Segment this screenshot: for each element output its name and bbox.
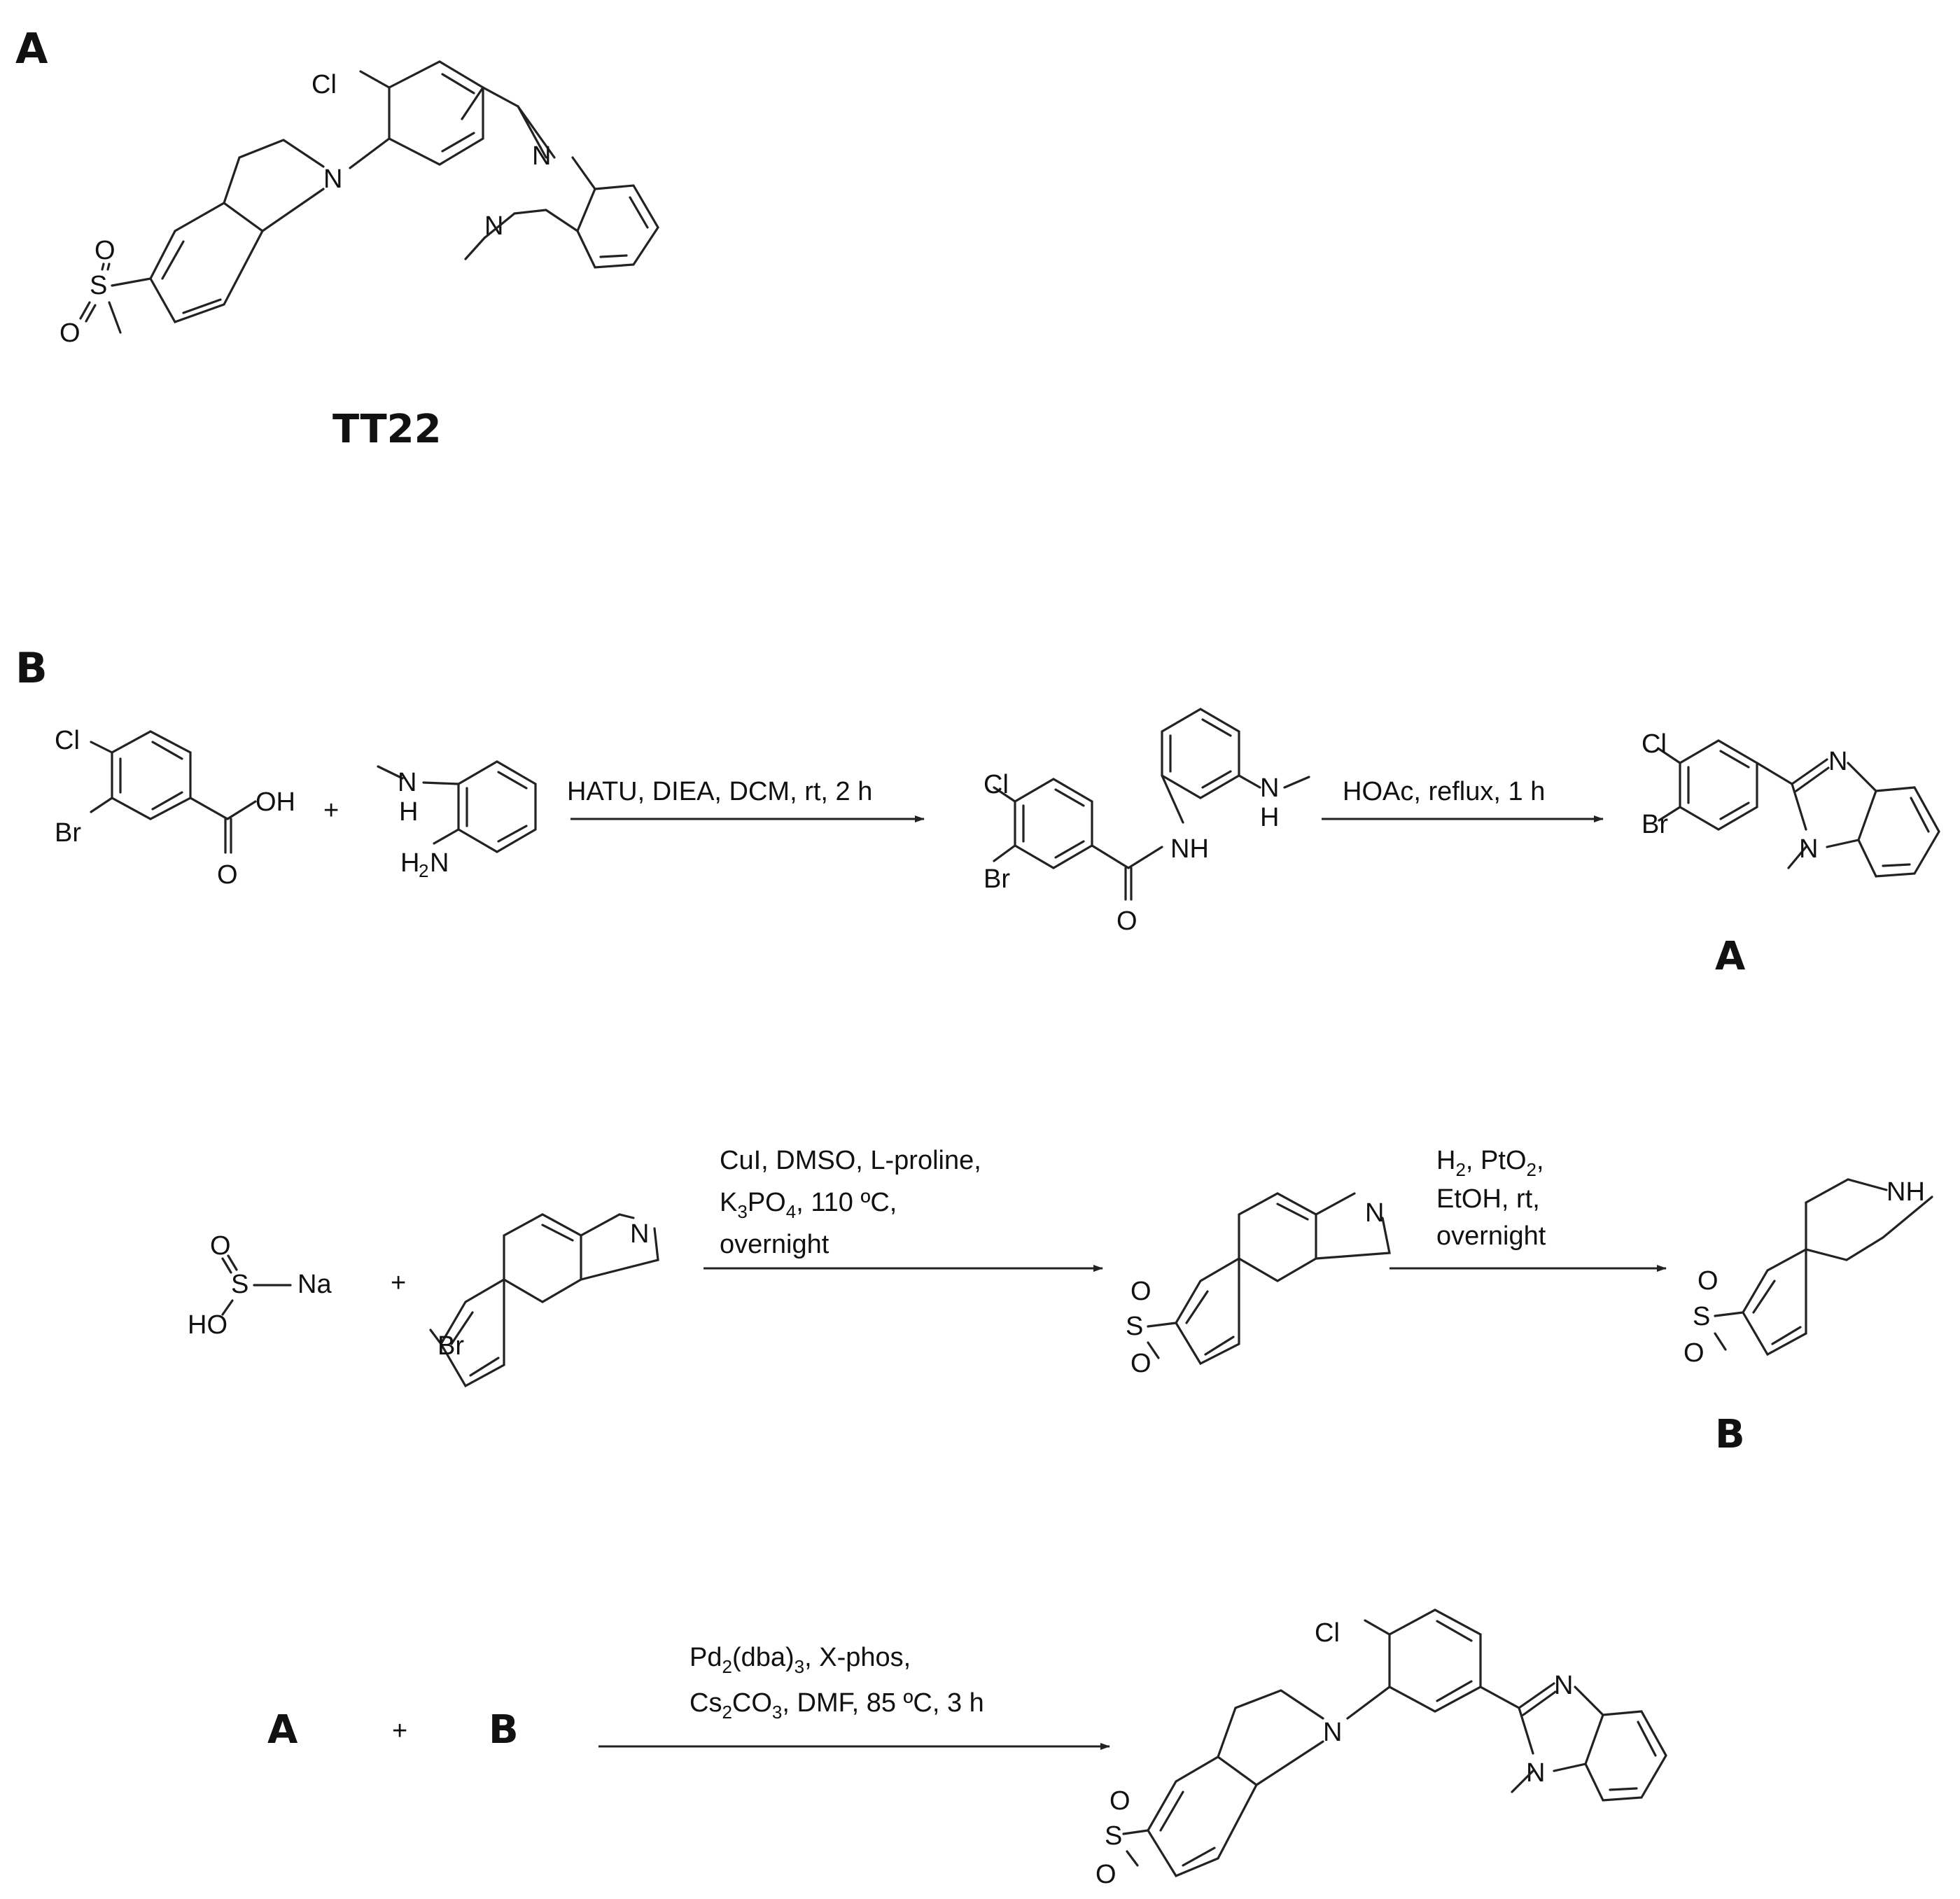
intermediate-a-label: A [1715, 934, 1746, 979]
amide-o-label: O [1116, 906, 1138, 936]
bromochloro-benzoic-acid: Cl Br OH O [55, 726, 295, 890]
conditions-r1: HATU, DIEA, DCM, rt, 2 h [567, 777, 872, 806]
reactant-a-label: A [267, 1707, 298, 1753]
product-s-label: S [1105, 1821, 1122, 1851]
conditions-r4-line2: EtOH, rt, [1436, 1184, 1540, 1214]
plus-2: + [391, 1268, 406, 1298]
reactant-b-label: B [489, 1707, 519, 1753]
conditions-r4-line3: overnight [1436, 1221, 1546, 1251]
int-a-br-label: Br [1642, 810, 1668, 839]
msiso-o1-label: O [1130, 1277, 1152, 1306]
msiso-n-label: N [1365, 1198, 1384, 1228]
int-b-o2-label: O [1684, 1338, 1704, 1368]
amide-nme-n-label: N [1260, 773, 1279, 803]
int-b-s-label: S [1693, 1302, 1710, 1331]
tt22-structure: Cl N S O O N N [59, 60, 659, 348]
amide-cl-label: Cl [983, 770, 1009, 799]
product-o2-label: O [1096, 1860, 1116, 1889]
acid-cl-label: Cl [55, 726, 80, 755]
product-n-label: N [1323, 1718, 1342, 1747]
bromoiso-n-label: N [630, 1219, 649, 1249]
tt22-o1-label: O [94, 236, 115, 265]
tt22-n-label: N [323, 164, 342, 194]
conditions-r3-line2: K3PO4, 110 ºC, [720, 1188, 897, 1222]
plus-3: + [392, 1716, 407, 1746]
sulfinate-na-label: Na [298, 1270, 332, 1299]
diamine-h2-label: H [400, 848, 419, 878]
diamine-h-label: H [399, 797, 418, 827]
bromo-isoquinoline: N Br [429, 1213, 659, 1388]
amide-br-label: Br [983, 864, 1010, 894]
int-a-cl-label: Cl [1642, 729, 1667, 759]
conditions-r3-line3: overnight [720, 1230, 830, 1259]
intermediate-a-structure: Cl Br N N [1642, 729, 1940, 878]
bromoiso-br-label: Br [438, 1331, 464, 1361]
int-b-o1-label: O [1698, 1266, 1718, 1296]
conditions-r2: HOAc, reflux, 1 h [1343, 777, 1545, 806]
diamine-h2-sub: 2 [419, 860, 428, 881]
tt22-label: TT22 [332, 407, 442, 452]
methylsulfonyl-isoquinoline: N S O O [1126, 1192, 1391, 1378]
conditions-r3-line1: CuI, DMSO, L-proline, [720, 1146, 981, 1175]
amide-nme-h-label: H [1260, 803, 1279, 832]
acid-br-label: Br [55, 818, 81, 848]
tt22-o2-label: O [59, 318, 80, 348]
product-n1-label: N [1554, 1671, 1573, 1700]
panel-label-a: A [15, 24, 48, 73]
amide-intermediate: Cl Br O NH N H [983, 708, 1310, 936]
intermediate-b-structure: NH S O O [1684, 1177, 1933, 1368]
product-cl-label: Cl [1315, 1618, 1340, 1648]
sulfinate-s-label: S [231, 1270, 248, 1299]
diamine-n-label: N [398, 768, 416, 797]
amide-nh-label: NH [1170, 834, 1209, 864]
conditions-r4-line1: H2, PtO2, [1436, 1146, 1544, 1180]
sulfinate-ho-label: HO [188, 1310, 227, 1340]
intermediate-b-label: B [1715, 1412, 1745, 1457]
acid-o-label: O [217, 860, 238, 890]
sodium-sulfinate: O S Na HO [188, 1231, 332, 1340]
n-methyl-phenylenediamine: N H H 2 N [377, 760, 537, 881]
msiso-s-label: S [1126, 1312, 1143, 1341]
product-n2-label: N [1526, 1758, 1545, 1788]
int-a-n1-label: N [1828, 747, 1847, 776]
diamine-nh2-label: N [430, 848, 449, 878]
tt22-n1-label: N [532, 141, 551, 171]
tt22-s-label: S [90, 271, 107, 300]
conditions-r5-line2: Cs2CO3, DMF, 85 ºC, 3 h [690, 1688, 984, 1723]
tt22-cl-label: Cl [312, 70, 337, 99]
product-tt22-structure: Cl N S O O N N [1096, 1609, 1667, 1889]
int-a-n2-label: N [1799, 834, 1818, 864]
panel-label-b: B [15, 644, 48, 693]
product-o1-label: O [1110, 1786, 1130, 1816]
msiso-o2-label: O [1130, 1349, 1152, 1378]
conditions-r5-line1: Pd2(dba)3, X-phos, [690, 1643, 911, 1677]
acid-oh-label: OH [255, 787, 295, 817]
int-b-nh-label: NH [1886, 1177, 1925, 1207]
plus-1: + [323, 796, 339, 825]
